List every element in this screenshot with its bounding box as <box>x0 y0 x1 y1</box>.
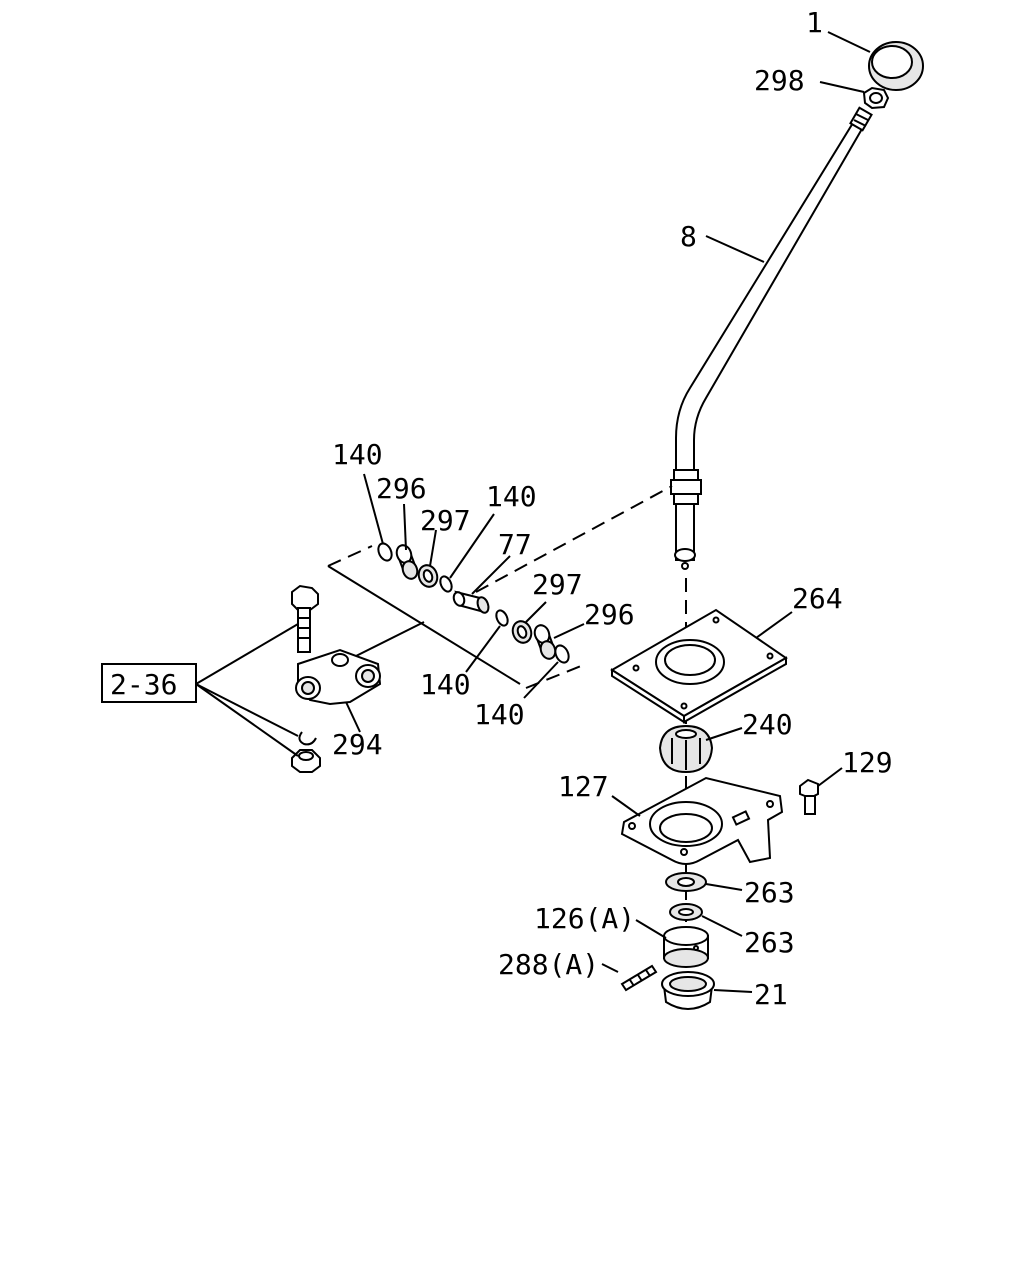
part-boot <box>658 724 714 774</box>
leader-264 <box>755 611 793 639</box>
callout-140a: 140 <box>332 438 383 471</box>
callout-297b: 297 <box>532 568 583 601</box>
frame-line <box>327 565 521 685</box>
callout-140d: 140 <box>474 698 525 731</box>
part-bolt <box>291 584 319 653</box>
leader-288a <box>601 963 619 973</box>
leader-263b <box>701 915 743 937</box>
part-small-clip <box>298 731 317 746</box>
callout-140c: 140 <box>420 668 471 701</box>
leader-294 <box>345 701 361 733</box>
callout-296b: 296 <box>584 598 635 631</box>
leader-297b <box>525 601 547 623</box>
callout-263b: 263 <box>744 926 795 959</box>
callout-1: 1 <box>806 6 823 39</box>
part-clip-140d <box>554 644 570 664</box>
callout-21: 21 <box>754 978 788 1011</box>
leader-298 <box>819 81 865 93</box>
leader-263a <box>705 883 743 891</box>
part-cup <box>661 971 715 1010</box>
callout-126a: 126(A) <box>534 902 635 935</box>
callout-296a: 296 <box>376 472 427 505</box>
part-bushing-296b <box>533 624 557 660</box>
leader-77 <box>471 555 511 595</box>
callout-298: 298 <box>754 64 805 97</box>
dash-lower-right <box>525 663 587 689</box>
callout-8: 8 <box>680 220 697 253</box>
callout-288a: 288(A) <box>498 948 599 981</box>
leader-140a <box>363 473 384 545</box>
part-ring-297b <box>511 620 533 644</box>
part-knob <box>868 41 924 91</box>
dash-upper-left <box>327 545 373 567</box>
leader-127 <box>611 795 641 817</box>
ref-leader-nut <box>195 683 299 757</box>
part-pin-77 <box>452 590 490 614</box>
ref-leader-clip <box>195 683 299 737</box>
callout-297a: 297 <box>420 504 471 537</box>
ref-box <box>101 663 197 703</box>
part-washer-2 <box>669 903 703 921</box>
callout-264: 264 <box>792 582 843 615</box>
part-housing <box>620 776 784 865</box>
leader-297a <box>429 529 437 567</box>
leader-140d <box>523 661 559 699</box>
callout-129: 129 <box>842 746 893 779</box>
leader-296a <box>403 503 407 551</box>
part-bolt-129 <box>799 778 819 815</box>
ref-leader-bolt <box>195 623 299 685</box>
link-line <box>347 621 425 661</box>
leader-140b <box>449 513 495 579</box>
leader-129 <box>817 767 843 787</box>
part-clip-140c <box>495 609 509 627</box>
part-pin <box>620 964 658 992</box>
callout-77: 77 <box>498 528 532 561</box>
leader-126a <box>635 919 667 939</box>
leader-21 <box>713 989 753 993</box>
callout-127: 127 <box>558 770 609 803</box>
callout-140b: 140 <box>486 480 537 513</box>
part-plate <box>610 608 788 724</box>
part-nut <box>862 86 890 110</box>
leader-296b <box>553 623 585 639</box>
leader-240 <box>705 727 743 741</box>
part-nut-bottom <box>291 749 321 773</box>
part-shift-lever <box>670 106 873 570</box>
part-bushing-296a <box>395 544 419 580</box>
part-clip-140b <box>439 575 453 593</box>
part-clip-140a <box>377 542 393 562</box>
ref-2-36: 2-36 <box>110 668 177 701</box>
part-collar <box>663 926 709 968</box>
leader-140c <box>465 625 501 673</box>
dash-to-lever <box>475 485 673 593</box>
callout-240: 240 <box>742 708 793 741</box>
callout-263a: 263 <box>744 876 795 909</box>
leader-1 <box>827 31 871 53</box>
part-ring-297a <box>417 564 439 588</box>
part-washer-1 <box>665 872 707 892</box>
part-lever-arm <box>295 648 382 706</box>
callout-294: 294 <box>332 728 383 761</box>
leader-8 <box>705 235 765 263</box>
